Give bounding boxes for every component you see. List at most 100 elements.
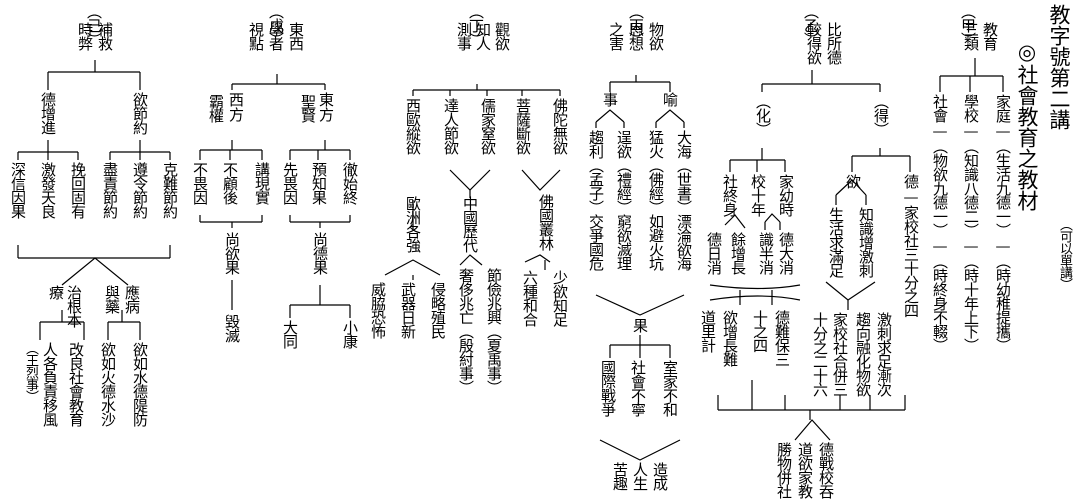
col-yi-bottom: 德戰校吞 <box>817 442 835 498</box>
col-ding-zhongguo: 中國歷代 <box>461 196 479 252</box>
col-wu-label: （戊） <box>267 4 285 46</box>
col-ji-bottom: 人各負責移風 <box>41 342 59 426</box>
col-wu-heading-2: 學者 <box>267 22 285 50</box>
col-yi-de-yu-item: 知識增激刺 <box>857 207 875 277</box>
col-wu-east-end: 大同 <box>281 320 299 348</box>
col-bing-result: 苦趣 <box>611 462 629 490</box>
col-jia-heading-2: 三類 <box>962 22 980 50</box>
col-yi-hua-item: 社終身 <box>721 174 739 216</box>
col-ding-heading-3: 測事 <box>455 22 473 50</box>
col-ding-item: 菩薩斷欲 <box>514 98 532 154</box>
col-bing-heading-3: 之害 <box>607 22 625 50</box>
col-wu-heading-1: 東西 <box>287 22 305 50</box>
col-ji-label: （己） <box>85 4 103 46</box>
col-yi-mid: 德難保三 <box>773 310 791 366</box>
col-ding-item: 儒家窒欲 <box>479 98 497 154</box>
col-ji-heading-1: 補救 <box>96 22 114 50</box>
col-yi-mid: 道里計 <box>699 310 717 352</box>
col-wu-east-sub: 聖賢 <box>299 94 317 122</box>
col-wu-east-end: 小康 <box>341 320 359 348</box>
col-yi-mid: 欲增長難 <box>721 310 739 366</box>
col-bing-shi: 事 <box>601 92 619 106</box>
col-ji-heading-2: 時弊 <box>76 22 94 50</box>
col-yi-heading-2: 較得欲 <box>805 22 823 64</box>
col-yi-de-jiaoshe: 德—家校社三十分之四 <box>902 174 920 317</box>
lecture-note: （可以單講） <box>1057 218 1072 290</box>
col-yi-de: （得） <box>872 94 890 136</box>
col-ji-a: 欲節約 <box>131 92 149 134</box>
col-wu-east-result: 尚德果 <box>311 232 329 274</box>
col-ding-zg-item: 奢侈兆亡（殷紂事） <box>457 268 475 394</box>
col-ding-heading-1: 觀欲 <box>493 22 511 50</box>
col-ji-yingbing-2: 與藥 <box>103 285 121 313</box>
col-yi-hua-item: 家幼時 <box>777 174 795 216</box>
col-bing-guo-item: 國際戰爭 <box>599 360 617 416</box>
col-ji-bottom: （王烈事） <box>23 342 38 402</box>
col-jia-item: 家庭—（生活九德一）—（時幼稚提攜） <box>994 94 1012 352</box>
col-wu-east-item: 徹始終 <box>341 162 359 204</box>
col-ding-heading-2: 知人 <box>474 22 492 50</box>
col-yi-hua-lower: 德日消 <box>705 232 723 274</box>
col-ding-zg-item: 節儉兆興（夏禹事） <box>485 268 503 394</box>
col-ji-b-item: 激發天良 <box>39 162 57 218</box>
col-bing-label: （丙） <box>627 4 645 46</box>
col-wu-west-sub: 霸權 <box>207 94 225 122</box>
col-ji-b-item: 深信因果 <box>9 162 27 218</box>
col-bing-guo: 果 <box>631 318 649 332</box>
col-bing-yu-item: 大海（世書）漂淪欲海 <box>675 130 693 270</box>
col-wu-heading-3: 視點 <box>247 22 265 50</box>
col-wu-west-1: 西 <box>227 92 245 106</box>
col-wu-west-item: 講現實 <box>253 162 271 204</box>
lecture-subtitle: ◎社會教育之教材 <box>1015 40 1039 211</box>
col-wu-west-end: 毀滅 <box>223 314 241 342</box>
col-wu-east-item: 預知果 <box>310 162 328 204</box>
col-yi-heading-1: 比所德 <box>825 22 843 64</box>
col-ji-b: 德增進 <box>39 92 57 134</box>
col-wu-west-2: 方 <box>227 107 245 121</box>
col-yi-hua-lower: 識半消 <box>757 232 775 274</box>
col-yi-right-mid: 家校社合併三 <box>831 312 849 396</box>
col-ji-zhiliao-1: 治根本 <box>65 285 83 327</box>
col-ji-a-item: 克難節約 <box>161 162 179 218</box>
col-jia-heading-1: 教育 <box>981 22 999 50</box>
col-ding-oz-item: 武器日新 <box>399 282 417 338</box>
col-ding-ouzhou: 歐洲各強 <box>404 196 422 252</box>
col-ji-b-item: 挽回固有 <box>69 162 87 218</box>
col-yi-bottom: 道欲家教 <box>796 442 814 498</box>
col-wu-east-1: 東 <box>317 92 335 106</box>
col-yi-de-yu-item: 生活求滿足 <box>827 207 845 277</box>
col-ji-bottom: 欲如水德隄防 <box>131 342 149 426</box>
col-yi-hua-item: 校十年 <box>749 174 767 216</box>
col-ji-yingbing-1: 應病 <box>123 285 141 313</box>
col-ji-bottom: 改良社會教育 <box>67 342 85 426</box>
col-yi-label: （乙） <box>802 4 820 46</box>
col-ding-oz-item: 威脇恐怖 <box>369 282 387 338</box>
col-wu-west-item: 不顧後 <box>221 162 239 204</box>
col-wu-west-item: 不畏因 <box>191 162 209 204</box>
col-wu-east-2: 方 <box>317 107 335 121</box>
col-jia-item: 學校—（知識八德二）—（時十年上下） <box>962 94 980 352</box>
col-ji-a-item: 遵令節約 <box>131 162 149 218</box>
col-bing-guo-item: 社會不寧 <box>629 360 647 416</box>
col-jia-item: 社會—（物欲九德一）—（時終身不輟） <box>931 94 949 352</box>
col-ji-zhiliao-2: 療 <box>47 285 65 299</box>
col-bing-heading-1: 物欲 <box>647 22 665 50</box>
col-ding-oz-item: 侵略殖民 <box>429 282 447 338</box>
lecture-title: 教字號第二講 <box>1047 4 1071 130</box>
col-yi-mid: 十之四 <box>751 310 769 352</box>
col-bing-result: 造成 <box>651 462 669 490</box>
col-ding-item: 達人節欲 <box>442 98 460 154</box>
col-ding-fo-sub3: 六種和合 <box>521 270 539 326</box>
col-bing-heading-2: 思想 <box>627 22 645 50</box>
col-ding-label: （丁） <box>467 4 485 46</box>
col-bing-result: 人生 <box>631 462 649 490</box>
col-ji-a-item: 盡責節約 <box>101 162 119 218</box>
col-yi-hua-lower: 餘增長 <box>729 232 747 274</box>
col-bing-yu: 喻 <box>661 92 679 106</box>
col-ding-fo-sub: 佛國叢林 <box>537 194 555 250</box>
col-bing-guo-item: 室家不和 <box>661 360 679 416</box>
col-wu-east-item: 先畏因 <box>281 162 299 204</box>
col-yi-right-mid: 十分之二十六 <box>811 312 829 396</box>
